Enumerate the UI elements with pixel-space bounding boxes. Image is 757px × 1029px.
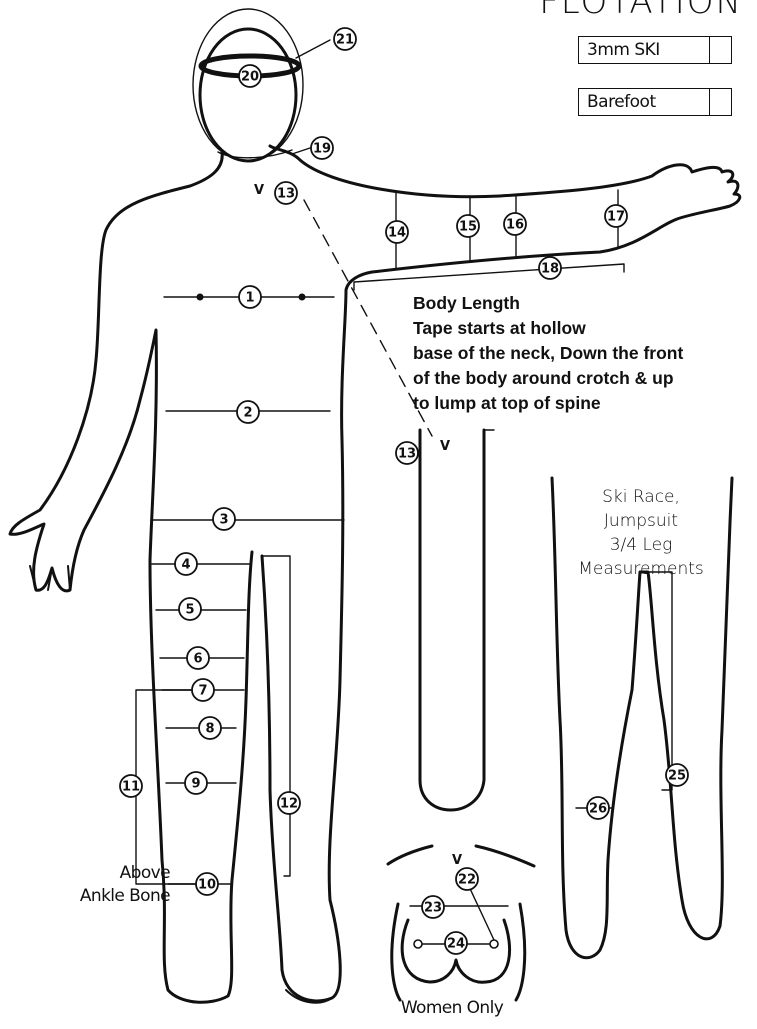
head-outline xyxy=(200,29,296,161)
marker-12: 12 xyxy=(278,792,300,814)
dot-24a xyxy=(414,940,422,948)
note-line: of the body around crotch & up xyxy=(413,366,683,391)
marker-17: 17 xyxy=(605,205,627,227)
option-checkbox[interactable] xyxy=(710,37,731,63)
marker-number: 14 xyxy=(388,226,406,241)
spine-mark-front: V xyxy=(254,183,264,198)
note-line: Jumpsuit xyxy=(556,509,726,533)
page-title: FLOTATION xyxy=(539,0,743,22)
option-checkbox[interactable] xyxy=(710,89,731,115)
dot-1a xyxy=(197,294,204,301)
spine-mark-back: V xyxy=(440,439,450,454)
marker-23: 23 xyxy=(422,896,444,918)
marker-24: 24 xyxy=(445,932,467,954)
marker-number: 19 xyxy=(313,142,331,157)
marker-number: 21 xyxy=(336,33,354,48)
option-3mm-ski[interactable]: 3mm SKI xyxy=(578,36,732,64)
marker-3: 3 xyxy=(213,508,235,530)
note-line: Ankle Bone xyxy=(50,885,170,908)
marker-13-back: 13 xyxy=(396,442,418,464)
note-line: to lump at top of spine xyxy=(413,391,683,416)
marker-14: 14 xyxy=(386,221,408,243)
note-line: Tape starts at hollow xyxy=(413,316,683,341)
marker-number: 20 xyxy=(241,70,259,85)
left-foot xyxy=(168,990,206,1003)
marker-number: 7 xyxy=(198,684,207,699)
marker-number: 10 xyxy=(198,878,216,893)
marker-4: 4 xyxy=(175,553,197,575)
women-only-label: Women Only xyxy=(392,998,512,1018)
marker-26: 26 xyxy=(587,797,609,819)
marker-5: 5 xyxy=(179,598,201,620)
marker-22: 22 xyxy=(456,868,478,890)
marker-16: 16 xyxy=(504,213,526,235)
marker-number: 13 xyxy=(277,187,295,202)
note-line: base of the neck, Down the front xyxy=(413,341,683,366)
marker-number: 25 xyxy=(668,769,686,784)
note-line: Above xyxy=(50,862,170,885)
marker-number: 5 xyxy=(185,603,194,618)
marker-number: 24 xyxy=(447,937,465,952)
option-label: Barefoot xyxy=(579,89,710,115)
marker-1: 1 xyxy=(239,286,261,308)
note-line: Measurements xyxy=(556,557,726,581)
marker-number: 1 xyxy=(245,291,254,306)
dot-1b xyxy=(299,294,306,301)
line-19 xyxy=(292,148,310,154)
body-length-note: Body Length Tape starts at hollow base o… xyxy=(413,291,683,416)
ski-race-note: Ski Race, Jumpsuit 3/4 Leg Measurements xyxy=(556,485,726,581)
marker-11: 11 xyxy=(120,775,142,797)
marker-13: 13 xyxy=(275,182,297,204)
dot-24b xyxy=(490,940,498,948)
marker-number: 13 xyxy=(398,447,416,462)
marker-number: 12 xyxy=(280,797,298,812)
marker-number: 3 xyxy=(219,513,228,528)
option-label: 3mm SKI xyxy=(579,37,710,63)
marker-25: 25 xyxy=(666,764,688,786)
line-21 xyxy=(296,40,330,58)
spine-mark-women: V xyxy=(452,853,462,868)
marker-number: 17 xyxy=(607,210,625,225)
marker-number: 15 xyxy=(459,220,477,235)
marker-number: 22 xyxy=(458,873,476,888)
option-barefoot[interactable]: Barefoot xyxy=(578,88,732,116)
marker-number: 16 xyxy=(506,218,524,233)
marker-number: 8 xyxy=(205,722,214,737)
marker-number: 26 xyxy=(589,802,607,817)
back-body-outline xyxy=(420,430,484,810)
note-line: Ski Race, xyxy=(556,485,726,509)
marker-15: 15 xyxy=(457,215,479,237)
marker-8: 8 xyxy=(199,717,221,739)
marker-20: 20 xyxy=(239,65,261,87)
marker-7: 7 xyxy=(192,679,214,701)
marker-19: 19 xyxy=(311,137,333,159)
marker-number: 6 xyxy=(193,652,202,667)
marker-6: 6 xyxy=(187,647,209,669)
marker-9: 9 xyxy=(185,772,207,794)
marker-10: 10 xyxy=(196,873,218,895)
marker-number: 23 xyxy=(424,901,442,916)
ankle-note: Above Ankle Bone xyxy=(50,862,170,908)
marker-21: 21 xyxy=(334,28,356,50)
marker-number: 2 xyxy=(243,406,252,421)
marker-number: 18 xyxy=(541,262,559,277)
note-line: 3/4 Leg xyxy=(556,533,726,557)
marker-number: 9 xyxy=(191,777,200,792)
marker-18: 18 xyxy=(539,257,561,279)
marker-number: 4 xyxy=(181,558,190,573)
note-line: Body Length xyxy=(413,291,683,316)
marker-number: 11 xyxy=(122,780,140,795)
marker-2: 2 xyxy=(237,401,259,423)
